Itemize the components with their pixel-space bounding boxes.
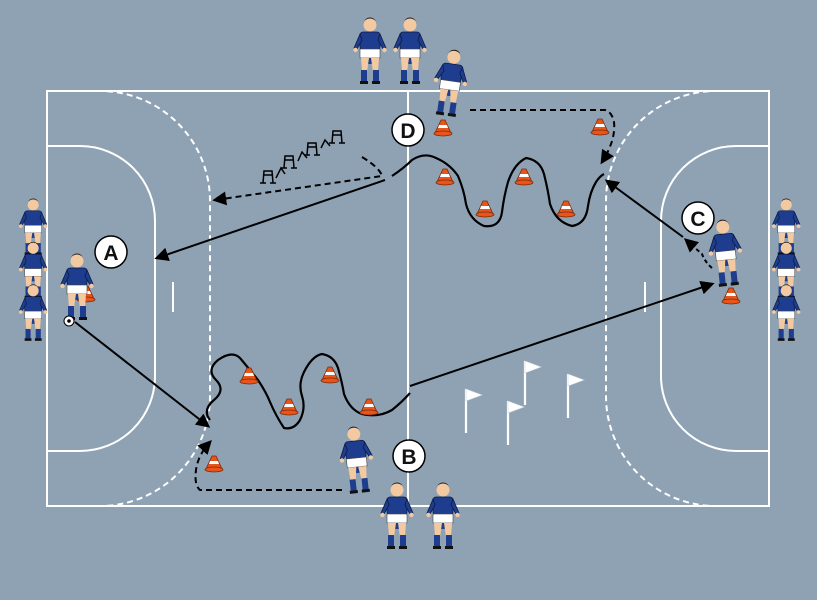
wavy-dribble-top	[391, 154, 605, 228]
cone-icon	[433, 119, 453, 137]
run-path-bottom	[194, 439, 342, 491]
hurdle-icon	[259, 170, 277, 184]
player-icon	[18, 283, 48, 342]
cone-icon	[279, 398, 299, 416]
station-b-marker: B	[392, 439, 426, 473]
cone-icon	[435, 168, 455, 186]
player-icon	[392, 17, 428, 85]
station-a-marker: A	[94, 235, 128, 269]
pass-arrow-c-to-d	[604, 179, 684, 238]
hurdle-icon	[328, 130, 346, 144]
hurdle-icon	[303, 142, 321, 156]
player-icon	[428, 46, 473, 119]
run-path-top	[470, 109, 616, 165]
cone-icon	[556, 200, 576, 218]
player-icon	[335, 424, 378, 496]
flags	[464, 359, 586, 447]
station-b-label: B	[401, 446, 416, 469]
hurdles	[259, 130, 346, 184]
station-c-label: C	[690, 208, 705, 231]
flag-icon	[566, 372, 586, 420]
cone-icon	[359, 398, 379, 416]
hurdle-icon	[280, 155, 298, 169]
run-path-hurdles	[212, 156, 384, 206]
cone-icon	[590, 118, 610, 136]
cone-icon	[475, 200, 495, 218]
station-d-label: D	[400, 120, 415, 143]
player-icon	[704, 217, 747, 289]
run-path-c	[683, 238, 713, 269]
station-a-label: A	[103, 242, 118, 265]
cone-icon	[320, 366, 340, 384]
movement-paths	[74, 109, 715, 491]
station-d-marker: D	[391, 113, 425, 147]
station-c-marker: C	[681, 201, 715, 235]
left-free-throw-line	[47, 90, 211, 507]
left-goal-area	[47, 145, 156, 452]
player-icon	[352, 17, 388, 85]
cone-icon	[204, 455, 224, 473]
ball-icon	[63, 315, 75, 327]
pass-arrow-d-to-a	[154, 179, 386, 261]
cone-icon	[721, 287, 741, 305]
flag-icon	[464, 387, 484, 435]
player-icon	[771, 283, 801, 342]
pass-arrow-b-to-c	[409, 280, 715, 387]
wavy-dribble-bottom	[205, 352, 411, 430]
right-free-throw-line	[605, 90, 769, 507]
flag-icon	[523, 359, 543, 407]
hurdle-step-marks	[275, 138, 331, 179]
flag-icon	[506, 399, 526, 447]
player-icon	[425, 482, 461, 550]
pass-arrow-a-to-b	[74, 321, 211, 428]
cone-icon	[514, 168, 534, 186]
right-goal-area	[660, 145, 769, 452]
